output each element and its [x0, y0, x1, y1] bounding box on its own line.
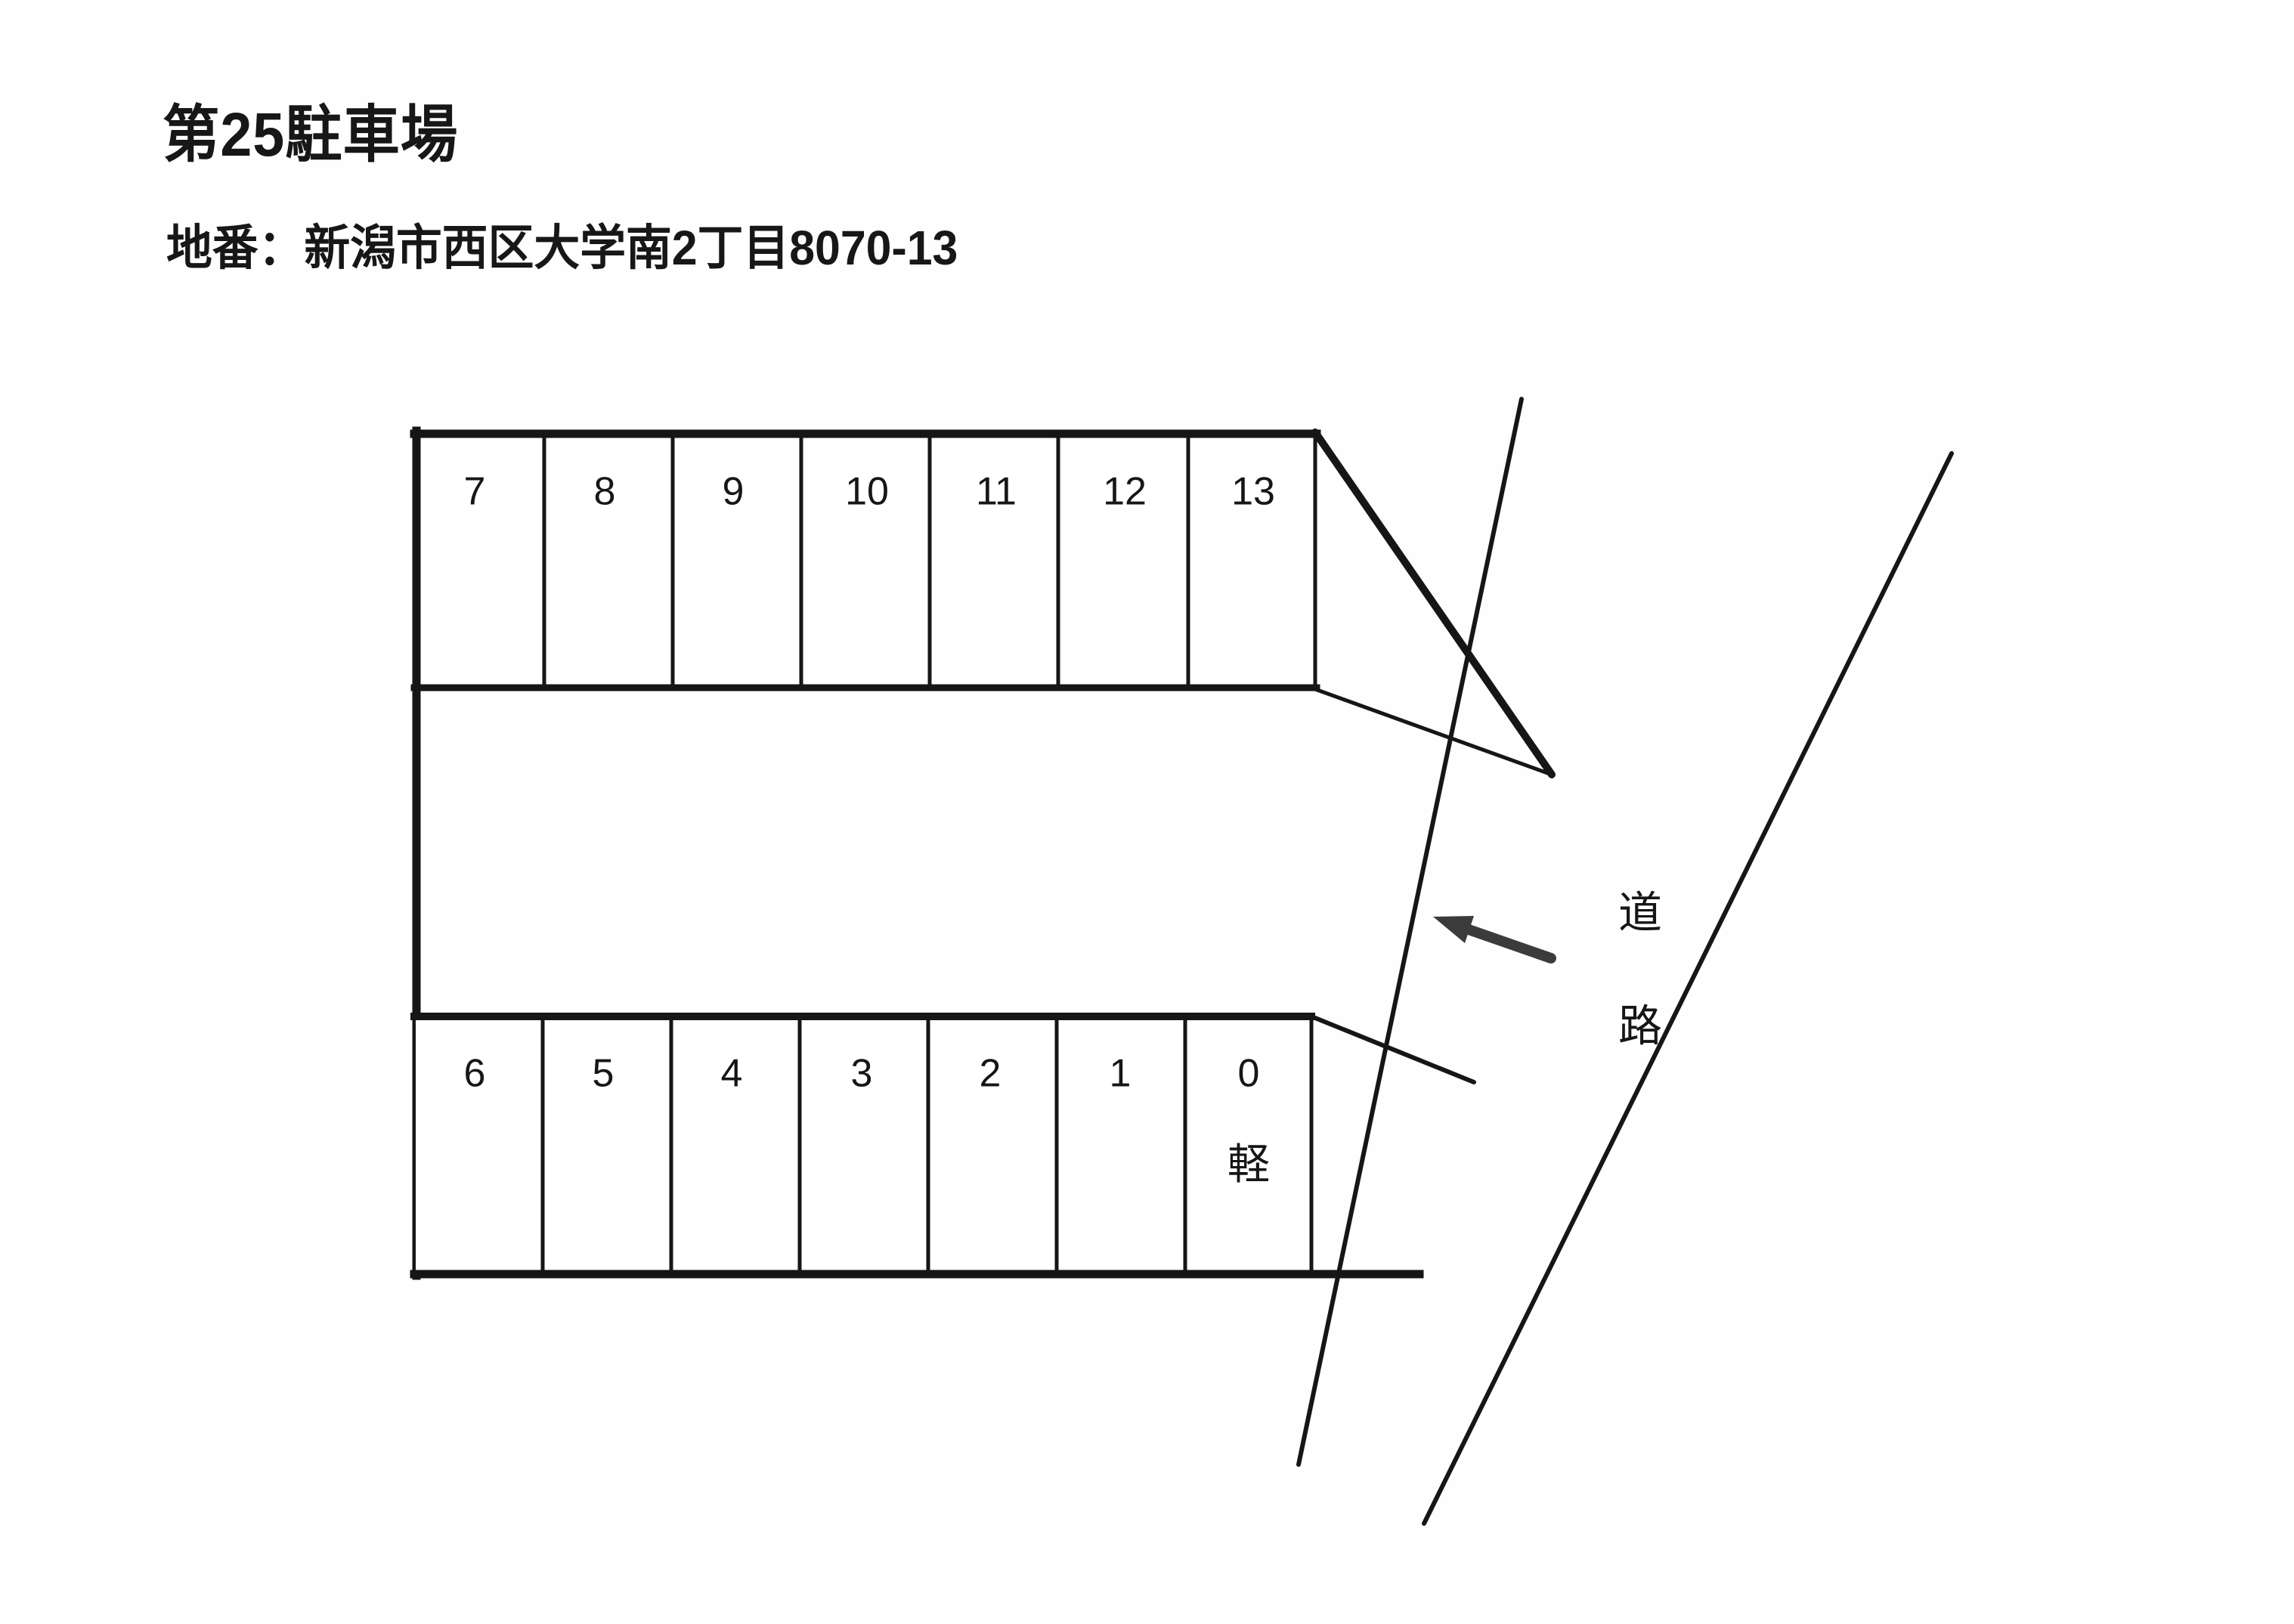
stall-number-11: 11: [976, 470, 1017, 514]
entrance-arrow-head: [1433, 916, 1474, 943]
stall-number-8: 8: [594, 470, 616, 514]
road: 道 路: [1296, 397, 1954, 1526]
road-label-char-2: 路: [1618, 1001, 1662, 1050]
stall-number-10: 10: [845, 470, 889, 514]
stall-number-5: 5: [593, 1052, 615, 1096]
entrance-arrow-icon: [1433, 916, 1556, 964]
north-wedge-upper-edge: [1311, 428, 1556, 778]
page-title: 第25駐車場: [163, 101, 459, 169]
stall-number-2: 2: [980, 1052, 1001, 1096]
south-wedge-upper-edge: [1309, 1014, 1476, 1084]
stall-number-12: 12: [1103, 470, 1147, 514]
north-wedge-lower-edge: [1313, 687, 1554, 777]
north-row-body: [416, 432, 1315, 689]
road-label-char-1: 道: [1618, 888, 1662, 937]
south-stall-row: 6 5 4 3 2 1 0 軽: [410, 1013, 1424, 1279]
road-left-boundary: [1296, 397, 1524, 1467]
stall-number-7: 7: [464, 470, 486, 514]
stall-number-3: 3: [851, 1052, 873, 1096]
kei-vehicle-label: 軽: [1227, 1140, 1270, 1188]
stall-number-1: 1: [1110, 1052, 1132, 1096]
south-row-road-wedge: [1309, 1014, 1476, 1084]
address-line: 地番：新潟市西区大学南2丁目8070-13: [166, 221, 958, 275]
stall-number-4: 4: [721, 1052, 743, 1096]
stall-number-0: 0: [1238, 1052, 1260, 1096]
north-row-road-wedge: [1311, 428, 1556, 778]
stall-number-13: 13: [1231, 470, 1275, 514]
south-row-body: [416, 1016, 1311, 1272]
north-stall-row: 7 8 9 10 11 12 13: [410, 429, 1321, 691]
stall-number-9: 9: [723, 470, 745, 514]
stall-number-6: 6: [464, 1052, 486, 1096]
road-right-boundary: [1422, 451, 1954, 1526]
